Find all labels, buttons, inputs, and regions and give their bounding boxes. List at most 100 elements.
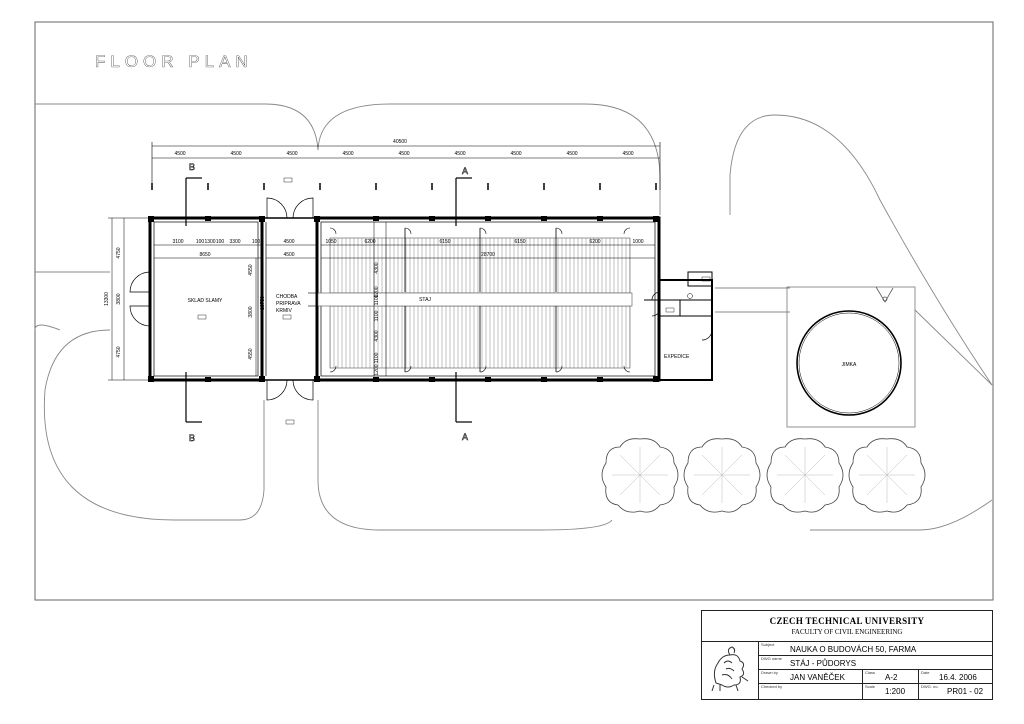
class-label: Class [865,670,876,675]
dim-row-left-5: 3300 [229,239,240,245]
dim-bay-4: 4500 [342,151,353,157]
dim-row-right-4: 6150 [514,239,525,245]
date-value: 16.4. 2006 [939,673,977,682]
date-label: Date [921,670,930,675]
date-cell: Date 16.4. 2006 [918,669,993,683]
side-dim-1: 4750 [116,247,122,258]
university-name: CZECH TECHNICAL UNIVERSITY [769,616,925,626]
row-dwg-name: DWG name STÁJ - PŮDORYS [758,655,992,670]
dim-row-right-3: 6150 [439,239,450,245]
dim-overall-40500: 40500 [393,139,407,145]
dim-row-left-1: 3100 [172,239,183,245]
dim-bay-2: 4500 [230,151,241,157]
dim-stall-2: 1200 [374,286,380,297]
dim-bay-5: 4500 [398,151,409,157]
tree-1 [601,438,679,513]
class-cell: Class A-2 [862,669,919,683]
dim-stall-7: 1200 [374,364,380,375]
pen-dividers [404,228,557,372]
drawn-by-label: Drawn by [761,670,778,675]
title-block: CZECH TECHNICAL UNIVERSITY FACULTY OF CI… [701,610,993,700]
dim-row-right-2: 6200 [364,239,375,245]
dwg-name-label: DWG name [761,656,782,661]
row-drawn-by: Drawn by JAN VANĚČEK Class A-2 Date 16.4… [758,669,992,684]
site-outline [34,103,993,531]
tree-2 [683,438,761,513]
dim-stall-4: 1100 [374,310,380,321]
dim-stall-5: 4300 [374,330,380,341]
room-label-expedice: EXPEDICE [664,354,690,360]
class-value: A-2 [885,673,898,682]
scale-label: Scale [865,684,876,689]
dim-bay-8: 4500 [566,151,577,157]
dim-4550-a: 4550 [248,264,254,275]
scale-cell: Scale 1:200 [862,683,919,699]
tank-jimka [796,310,902,416]
dim-bay-7: 4500 [510,151,521,157]
dim-bay-9: 4500 [622,151,633,157]
top-dimension-chain [151,142,661,190]
dim-28700: 28700 [481,252,495,258]
checked-by-label: Checked by [761,684,783,689]
section-mark-b-top: B [189,162,195,172]
tank-area [786,286,916,428]
sheet-frame [34,21,994,601]
dim-row-right-1: 1050 [325,239,336,245]
dim-bay-1: 4500 [174,151,185,157]
tank-access [875,286,894,303]
dwg-no-cell: DWG. no. PR01 - 02 [918,683,993,699]
section-mark-a-bottom: A [462,432,468,442]
drawn-by-value: JAN VANĚČEK [790,673,845,682]
column-ticks [151,183,657,190]
dim-row-left-3: 1300 [204,239,215,245]
interior-dim-lines [108,217,655,381]
side-dim-13300: 13300 [104,292,110,306]
room-label-stall: STAJ [419,297,431,303]
room-label-chodba-1: CHODBA [276,294,298,300]
dim-8650: 8650 [199,252,210,258]
dim-stall-6: 1100 [374,352,380,363]
room-label-sklad: SKLAD SLAMY [188,298,223,304]
dim-stall-3: 1100 [374,294,380,305]
subject-label: Subject [761,642,775,647]
tree-4 [848,438,926,513]
dim-row-left-6: 100 [252,239,261,245]
dim-4500-b: 4500 [283,252,294,258]
section-lines [185,177,472,423]
dim-4500-a: 4500 [283,239,294,245]
dim-bay-6: 4500 [454,151,465,157]
dim-3800-b: 3800 [248,306,254,317]
tree-3 [766,438,844,513]
dim-13750: 13750 [260,296,266,310]
room-label-chodba-3: KRMIV [276,308,293,314]
dwg-name-value: STÁJ - PŮDORYS [790,659,857,668]
university-logo [702,641,759,699]
dim-4550-b: 4550 [248,348,254,359]
drawing-title: FLOOR PLAN [95,52,253,71]
dwg-no-value: PR01 - 02 [947,687,984,696]
dwg-no-label: DWG. no. [921,684,939,689]
dim-row-left-2: 100 [196,239,205,245]
dim-bay-3: 4500 [286,151,297,157]
row-subject: Subject NAUKA O BUDOVÁCH 50, FARMA [758,641,992,656]
feed-aisle [317,292,633,307]
title-block-header: CZECH TECHNICAL UNIVERSITY FACULTY OF CI… [702,611,992,642]
dim-row-left-4: 100 [216,239,225,245]
side-dim-3: 4750 [116,346,122,357]
row-checked-by: Checked by Scale 1:200 DWG. no. PR01 - 0… [758,683,992,699]
side-dim-2: 3800 [116,293,122,304]
room-label-jimka: JIMKA [842,362,857,368]
room-label-chodba-2: PRIPRAVA [276,301,301,307]
faculty-name: FACULTY OF CIVIL ENGINEERING [791,628,903,636]
bay-dimension-group: 4500 4500 4500 4500 4500 4500 4500 4500 4500 [174,151,633,157]
section-mark-b-bottom: B [189,433,195,443]
dim-stall-1: 4300 [374,262,380,273]
scale-value: 1:200 [885,687,906,696]
subject-value: NAUKA O BUDOVÁCH 50, FARMA [790,645,917,654]
structural-columns [148,216,659,382]
lion-emblem-icon [711,646,749,692]
dim-row-right-5: 6200 [589,239,600,245]
